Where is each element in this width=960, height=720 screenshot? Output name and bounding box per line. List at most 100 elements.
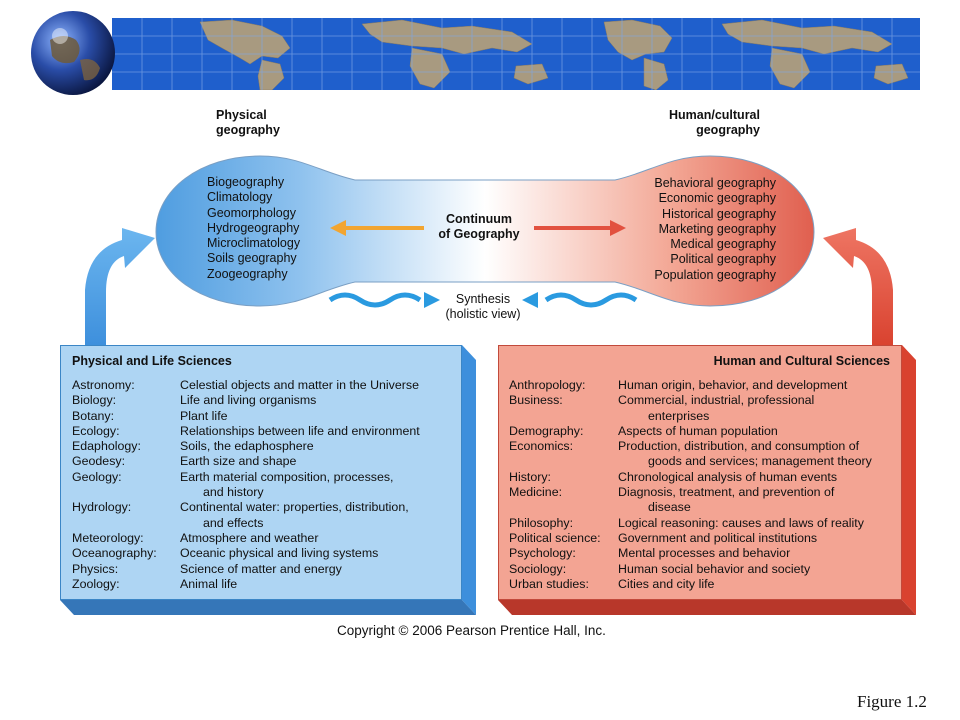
table-row: Economics: Production, distribution, and …: [509, 439, 901, 470]
term: Meteorology:: [72, 530, 144, 545]
human-geography-list: Behavioral geography Economic geography …: [630, 176, 776, 283]
definition: Relationships between life and environme…: [180, 423, 420, 438]
table-row: Hydrology: Continental water: properties,…: [72, 500, 462, 531]
definition-line: enterprises: [648, 408, 710, 423]
right-wave-arrow: [522, 292, 638, 308]
synthesis-line: (holistic view): [445, 307, 521, 322]
right-up-arrow: [823, 228, 893, 347]
continuum-label: Continuum of Geography: [420, 212, 538, 243]
table-row: Psychology: Mental processes and behavior: [509, 546, 901, 561]
table-row: Ecology: Relationships between life and e…: [72, 424, 462, 439]
physical-box-bottom: [60, 600, 476, 615]
physical-geography-heading: Physical geography: [216, 108, 280, 138]
list-item: Microclimatology: [207, 236, 301, 251]
term: Zoology:: [72, 576, 120, 591]
term: Oceanography:: [72, 546, 157, 561]
human-cultural-sciences-title: Human and Cultural Sciences: [713, 354, 890, 368]
term: Hydrology:: [72, 500, 132, 515]
definition: Human origin, behavior, and development: [618, 378, 848, 392]
term: Anthropology:: [509, 378, 586, 392]
table-row: Geology: Earth material composition, proc…: [72, 470, 462, 501]
list-item: Political geography: [670, 252, 776, 267]
definition: Mental processes and behavior: [618, 546, 791, 561]
term: Biology:: [72, 393, 117, 408]
definition: Atmosphere and weather: [180, 530, 319, 545]
list-item: Soils geography: [207, 251, 297, 266]
term: Astronomy:: [72, 378, 135, 392]
table-row: Demography:Aspects of human population: [509, 424, 901, 439]
globe-icon: [30, 10, 116, 96]
definition: Science of matter and energy: [180, 561, 342, 576]
definition: Oceanic physical and living systems: [180, 546, 379, 561]
heading-line: Human/cultural: [669, 108, 760, 122]
table-row: Zoology:Animal life: [72, 577, 462, 592]
physical-life-sciences-title: Physical and Life Sciences: [72, 354, 232, 368]
table-row: Meteorology: Atmosphere and weather: [72, 531, 462, 546]
table-row: Political science:Government and politic…: [509, 531, 901, 546]
term: History:: [509, 469, 551, 484]
term: Geology:: [72, 469, 122, 484]
table-row: Sociology:Human social behavior and soci…: [509, 562, 901, 577]
table-row: Botany:Plant life: [72, 409, 462, 424]
human-box-side: [902, 345, 916, 615]
physical-life-sciences-box: [60, 345, 462, 600]
term: Medicine:: [509, 485, 563, 500]
human-cultural-sciences-table: Anthropology: Human origin, behavior, and…: [509, 378, 901, 592]
physical-geography-list: Biogeography Climatology Geomorphology H…: [207, 175, 300, 282]
definition: Production, distribution, and consumptio…: [618, 439, 901, 470]
human-geography-heading: Human/cultural geography: [640, 108, 760, 138]
geography-continuum-shape: [150, 150, 820, 310]
term: Ecology:: [72, 423, 120, 438]
table-row: Philosophy:Logical reasoning: causes and…: [509, 516, 901, 531]
definition-line: Production, distribution, and consumptio…: [618, 439, 860, 454]
table-row: Biology: Life and living organisms: [72, 393, 462, 408]
definition: Earth size and shape: [180, 454, 297, 469]
world-map-banner: [112, 18, 920, 90]
definition: Earth material composition, processes,an…: [180, 470, 462, 501]
world-map-image: [112, 18, 920, 90]
table-row: Medicine:Diagnosis, treatment, and preve…: [509, 485, 901, 516]
definition: Soils, the edaphosphere: [180, 439, 314, 454]
physical-life-sciences-table: Astronomy: Celestial objects and matter i…: [72, 378, 462, 592]
left-up-arrow: [85, 228, 155, 347]
physical-box-side: [462, 345, 476, 615]
left-wave-arrow: [328, 292, 440, 308]
definition: Government and political institutions: [618, 530, 818, 545]
term: Edaphology:: [72, 439, 141, 454]
term: Botany:: [72, 408, 115, 423]
definition-line: disease: [648, 500, 691, 515]
definition-line: Continental water: properties, distribut…: [180, 500, 409, 515]
table-row: Astronomy: Celestial objects and matter i…: [72, 378, 462, 393]
list-item: Zoogeography: [207, 266, 288, 281]
definition: Aspects of human population: [618, 423, 778, 438]
list-item: Behavioral geography: [654, 176, 776, 190]
heading-line: Physical: [216, 108, 267, 122]
continuum-line: Continuum: [446, 212, 512, 226]
left-orange-arrow: [330, 220, 424, 236]
definition: Continental water: properties, distribut…: [180, 500, 462, 531]
definition: Life and living organisms: [180, 393, 317, 408]
definition-line: Earth material composition, processes,: [180, 469, 394, 484]
table-row: Business:Commercial, industrial, profess…: [509, 393, 901, 424]
definition: Human social behavior and society: [618, 561, 811, 576]
definition: Chronological analysis of human events: [618, 469, 838, 484]
list-item: Geomorphology: [207, 205, 296, 220]
definition: Celestial objects and matter in the Univ…: [180, 378, 419, 392]
copyright-text: Copyright © 2006 Pearson Prentice Hall, …: [337, 623, 606, 638]
table-row: Urban studies: Cities and city life: [509, 577, 901, 592]
list-item: Marketing geography: [658, 221, 776, 236]
term: Economics:: [509, 439, 574, 454]
definition: Cities and city life: [618, 576, 715, 591]
definition-line: and effects: [203, 515, 264, 530]
term: Philosophy:: [509, 515, 574, 530]
term: Psychology:: [509, 546, 576, 561]
list-item: Biogeography: [207, 175, 285, 189]
table-row: Physics:Science of matter and energy: [72, 562, 462, 577]
term: Urban studies:: [509, 576, 589, 591]
right-red-arrow: [534, 220, 626, 236]
human-box-bottom: [498, 600, 916, 615]
figure-label: Figure 1.2: [857, 692, 927, 711]
heading-line: geography: [216, 123, 280, 137]
